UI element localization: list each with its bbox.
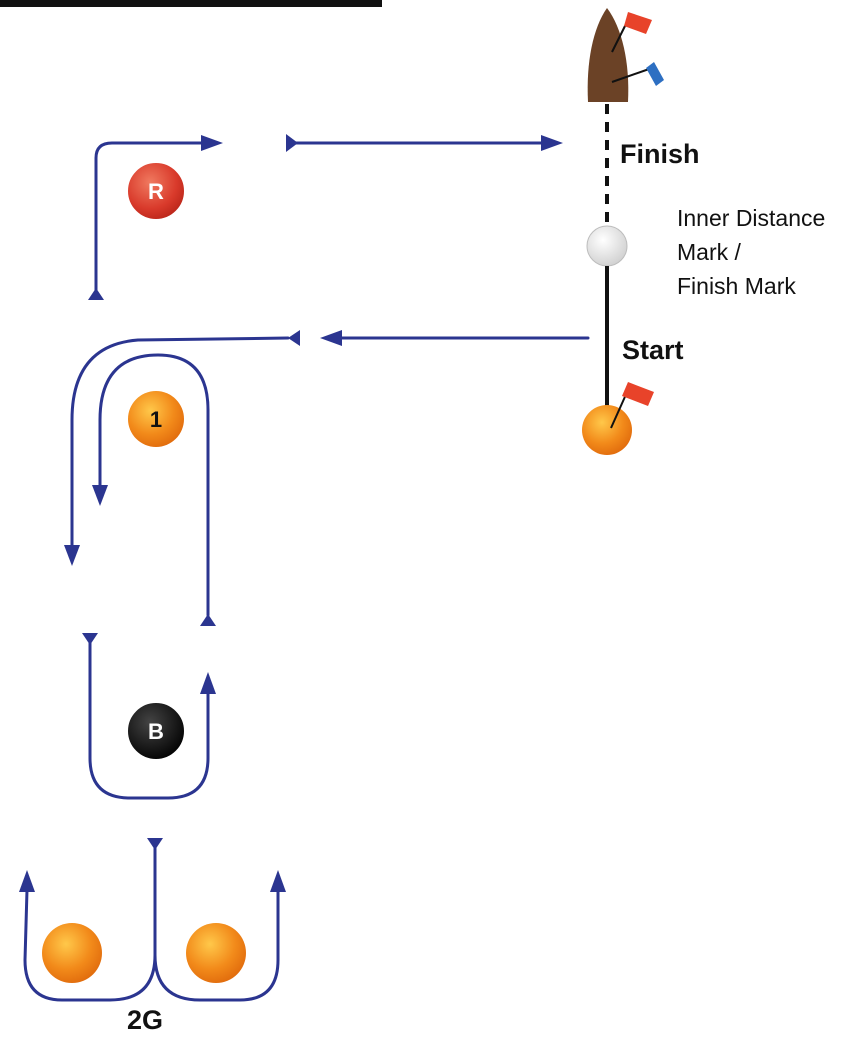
leg-gate-port [23, 843, 157, 1002]
arrow-right-finish-leg [541, 135, 563, 151]
gate-starboard-buoy-icon [186, 923, 246, 983]
tail-mark-1 [200, 614, 216, 626]
reaching-mark-letter: R [148, 179, 164, 204]
leg-around-mark-1-inner [98, 353, 210, 617]
blue-flag-icon [646, 62, 664, 86]
leg-gate-starboard [153, 888, 280, 1002]
offset-mark: B [126, 701, 186, 761]
start-flag-icon [622, 382, 654, 406]
leg-around-reaching-mark [94, 141, 207, 294]
windward-mark-buoy-icon [128, 391, 184, 447]
tail-gate-entry [147, 838, 163, 850]
leg-around-mark-1-outer [70, 336, 290, 550]
heading-underline [0, 0, 382, 7]
offset-mark-buoy-icon [126, 701, 186, 761]
leg-around-mark-b [88, 638, 210, 800]
gate-label: 2G [127, 1005, 164, 1035]
reaching-mark: R [126, 161, 186, 221]
arrow-down-outer [64, 545, 80, 566]
course-legs [23, 141, 590, 1002]
tail-mark-b-entry [82, 633, 98, 645]
windward-mark-number: 1 [150, 407, 162, 432]
arrow-right-r-leg [201, 135, 223, 151]
gate-port-buoy-icon [42, 923, 102, 983]
start-label: Start [622, 335, 684, 365]
finish-label: Finish [620, 139, 700, 169]
offset-mark-letter: B [148, 719, 164, 744]
tail-finish-leg [286, 134, 298, 152]
arrow-down-inner [92, 485, 108, 506]
red-flag-icon [624, 12, 652, 34]
inner-mark-label-line2: Mark / [677, 239, 741, 265]
tail-r-leg [88, 288, 104, 300]
inner-mark-label-line1: Inner Distance [677, 205, 826, 231]
course-arrowheads [19, 134, 563, 892]
start-pin-buoy-icon [582, 405, 632, 455]
tail-start-leg [288, 330, 300, 346]
arrow-left-start-leg [320, 330, 342, 346]
inner-distance-mark-buoy-icon [586, 225, 628, 267]
inner-mark-label-line3: Finish Mark [677, 273, 796, 299]
reaching-mark-buoy-icon [126, 161, 186, 221]
windward-mark: 1 [128, 391, 184, 447]
arrow-up-gate-port [19, 870, 35, 892]
arrow-up-mark-b [200, 672, 216, 694]
arrow-up-gate-starboard [270, 870, 286, 892]
